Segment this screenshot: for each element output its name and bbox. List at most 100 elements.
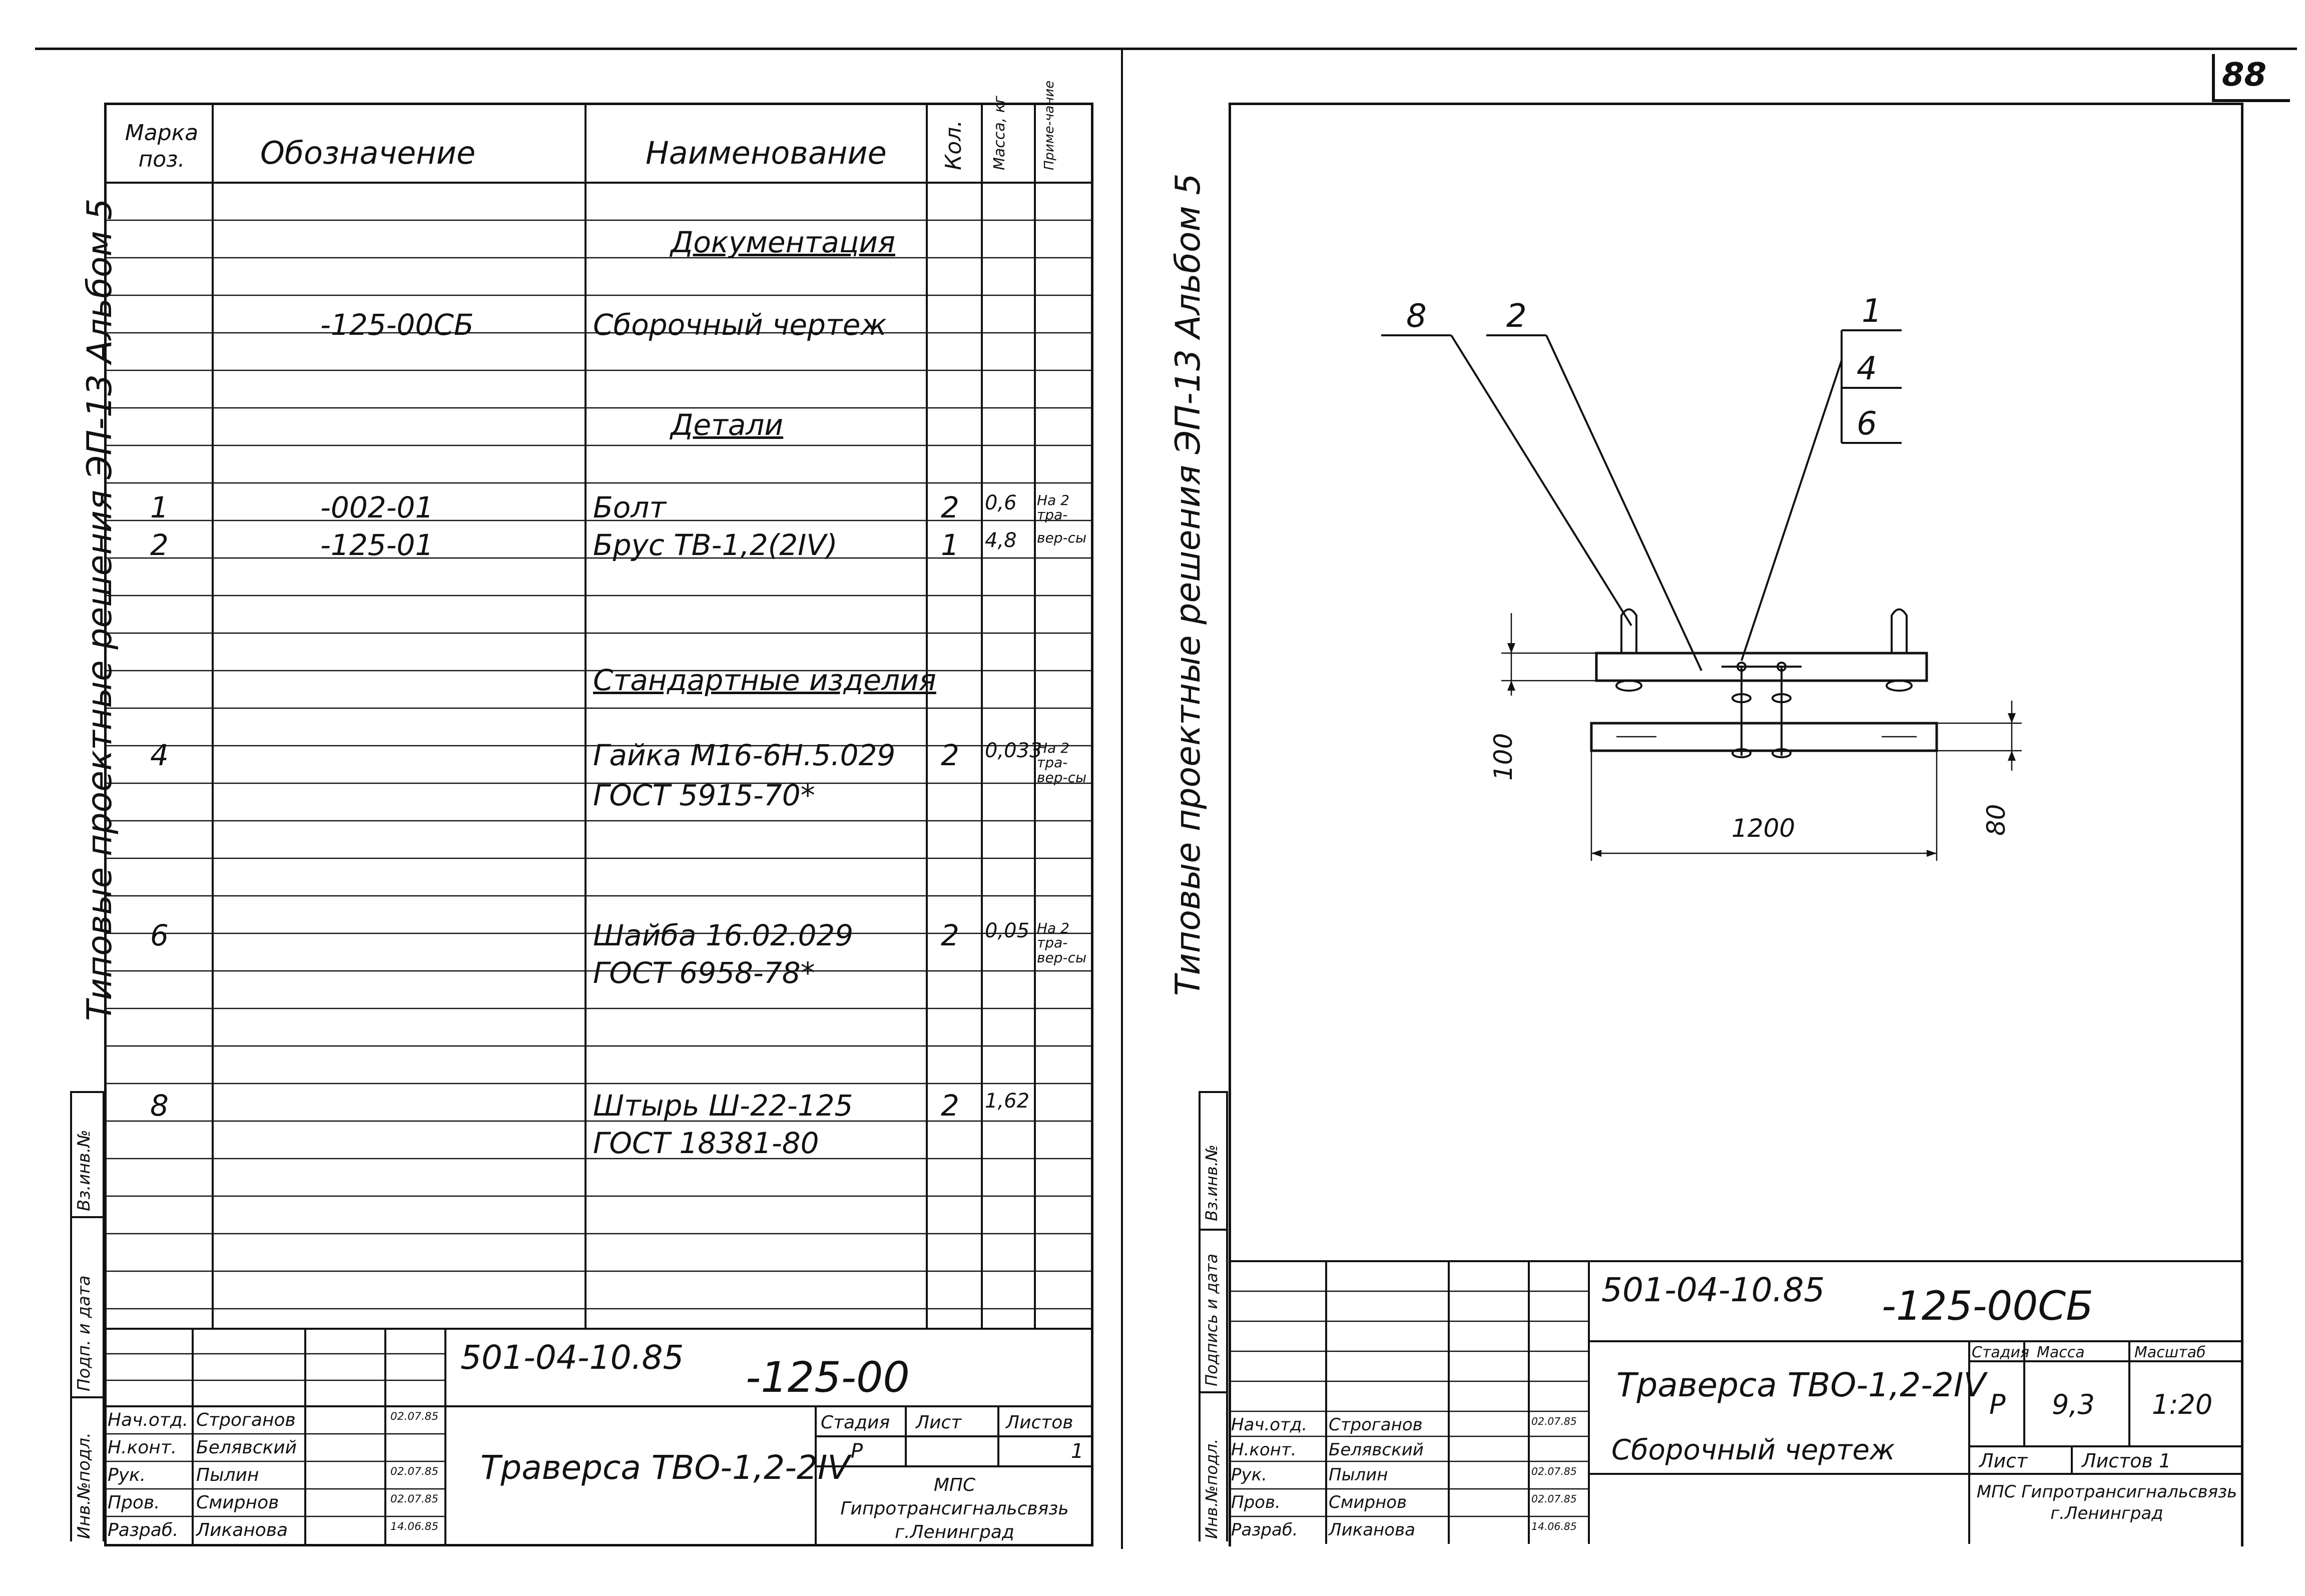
left-org: МПС Гипротрансигнальсвязь г.Ленинград — [840, 1475, 1069, 1542]
spec-cell-mark: 4 — [150, 738, 169, 772]
spec-cell-mark: 2 — [150, 528, 169, 562]
spec-cell-mass: 4,8 — [985, 529, 1017, 552]
callout-1: 1 — [1862, 293, 1882, 330]
role-name: Ликанова — [1329, 1520, 1415, 1540]
right-title: Траверса ТВО-1,2-2IV — [1616, 1366, 1986, 1404]
left-frame-left — [104, 103, 107, 1546]
role-name: Смирнов — [196, 1492, 279, 1513]
spec-cell-name: Стандартные изделия — [593, 663, 936, 697]
role-role: Пров. — [108, 1492, 160, 1513]
role-role: Нач.отд. — [1231, 1415, 1308, 1435]
role-date: 02.07.85 — [390, 1465, 439, 1478]
role-role: Пров. — [1231, 1492, 1281, 1512]
left-code: 501-04-10.85 — [460, 1338, 684, 1377]
right-stamp-h3 — [1199, 1391, 1228, 1393]
role-date: 14.06.85 — [390, 1520, 439, 1533]
role-date: 14.06.85 — [1531, 1520, 1577, 1532]
left-sheets-label: Листов — [1006, 1412, 1073, 1433]
spec-cell-mark: 8 — [150, 1089, 169, 1123]
spec-cell-qty: 1 — [941, 528, 959, 562]
role-name: Белявский — [196, 1437, 297, 1458]
left-stamp-h3 — [70, 1396, 104, 1398]
sheet-number: 88 — [2222, 57, 2267, 94]
spec-cell-name: Детали — [671, 408, 784, 442]
sheet-divider — [1121, 48, 1123, 1549]
left-frame-top — [104, 103, 1093, 105]
top-border-line — [35, 48, 2297, 50]
header-name: Наименование — [646, 135, 887, 171]
spec-table-grid — [104, 103, 1091, 1329]
spec-cell-mass: 1,62 — [985, 1090, 1030, 1113]
left-doc: -125-00 — [746, 1353, 910, 1402]
spec-cell-name: Болт — [593, 490, 667, 524]
spec-cell-name: ГОСТ 6958-78* — [593, 956, 815, 990]
role-name: Белявский — [1329, 1440, 1424, 1460]
right-mass-label: Масса — [2037, 1344, 2085, 1361]
role-role: Разраб. — [1231, 1520, 1298, 1540]
spec-cell-name: Гайка М16-6Н.5.029 — [593, 738, 896, 772]
spec-cell-mass: 0,6 — [985, 491, 1017, 514]
role-name: Пылин — [1329, 1465, 1388, 1485]
spec-cell-qty: 2 — [941, 918, 959, 952]
right-frame-top — [1229, 103, 2243, 105]
role-role: Нач.отд. — [108, 1410, 189, 1430]
spec-cell-name: Шайба 16.02.029 — [593, 918, 854, 952]
spec-cell-designation: -002-01 — [320, 490, 434, 524]
role-name: Строганов — [196, 1410, 296, 1430]
role-role: Рук. — [108, 1465, 146, 1485]
right-org: МПС Гипротрансигнальсвязь г.Ленинград — [1976, 1482, 2237, 1523]
right-mass: 9,3 — [2052, 1389, 2095, 1420]
header-designation: Обозначение — [260, 135, 476, 171]
role-date: 02.07.85 — [1531, 1465, 1577, 1477]
spec-cell-note: На 2 тра-вер-сы — [1037, 740, 1087, 786]
spec-cell-mass: 0,033 — [985, 739, 1042, 762]
spec-cell-name: Штырь Ш-22-125 — [593, 1089, 853, 1123]
right-frame-right — [2241, 103, 2243, 1546]
left-frame-bottom — [104, 1544, 1093, 1546]
left-stamp-line-outer — [70, 1091, 72, 1541]
callout-2: 2 — [1506, 298, 1527, 335]
header-mark: Марка поз. — [125, 120, 199, 172]
left-stamp-line — [103, 1091, 105, 1541]
left-sheets: 1 — [1071, 1440, 1084, 1463]
left-frame-right — [1091, 103, 1093, 1546]
role-name: Пылин — [196, 1465, 259, 1485]
right-scale-label: Масштаб — [2134, 1344, 2206, 1361]
right-stage-label: Стадия — [1972, 1344, 2030, 1361]
role-role: Рук. — [1231, 1465, 1267, 1485]
left-stage: Р — [851, 1440, 863, 1463]
spec-cell-mark: 6 — [150, 918, 169, 952]
right-stage: Р — [1989, 1389, 2006, 1420]
spec-cell-qty: 2 — [941, 738, 959, 772]
role-name: Строганов — [1329, 1415, 1423, 1435]
right-frame-left — [1229, 103, 1231, 1546]
right-stamp-outer — [1199, 1091, 1201, 1541]
role-date: 02.07.85 — [1531, 1493, 1577, 1505]
left-title-block-grid — [104, 1328, 1091, 1544]
right-sheets-label: Листов 1 — [2082, 1450, 2171, 1472]
right-stamp-h2 — [1199, 1229, 1228, 1231]
role-date: 02.07.85 — [390, 1410, 439, 1423]
spec-cell-mark: 1 — [150, 490, 169, 524]
right-code: 501-04-10.85 — [1601, 1271, 1825, 1309]
role-role: Н.конт. — [108, 1437, 177, 1458]
role-date: 02.07.85 — [390, 1493, 439, 1505]
left-title: Траверса ТВО-1,2-2IV — [480, 1448, 850, 1487]
spec-cell-note: На 2 тра- — [1037, 492, 1069, 523]
spec-cell-designation: -125-00СБ — [320, 308, 474, 342]
dim-length: 1200 — [1732, 814, 1796, 843]
left-stage-label: Стадия — [821, 1412, 890, 1433]
right-subtitle: Сборочный чертеж — [1611, 1434, 1895, 1466]
right-scale: 1:20 — [2152, 1389, 2213, 1420]
spec-cell-note: На 2 тра-вер-сы — [1037, 920, 1087, 966]
right-stamp-inner — [1226, 1091, 1228, 1541]
callout-6: 6 — [1857, 405, 1877, 442]
spec-cell-name: Документация — [671, 225, 895, 259]
left-stamp-h2 — [70, 1216, 104, 1218]
callout-4: 4 — [1857, 350, 1877, 387]
spec-cell-note: вер-сы — [1037, 529, 1087, 546]
spec-cell-qty: 2 — [941, 490, 959, 524]
sheet-number-box — [2212, 54, 2290, 102]
